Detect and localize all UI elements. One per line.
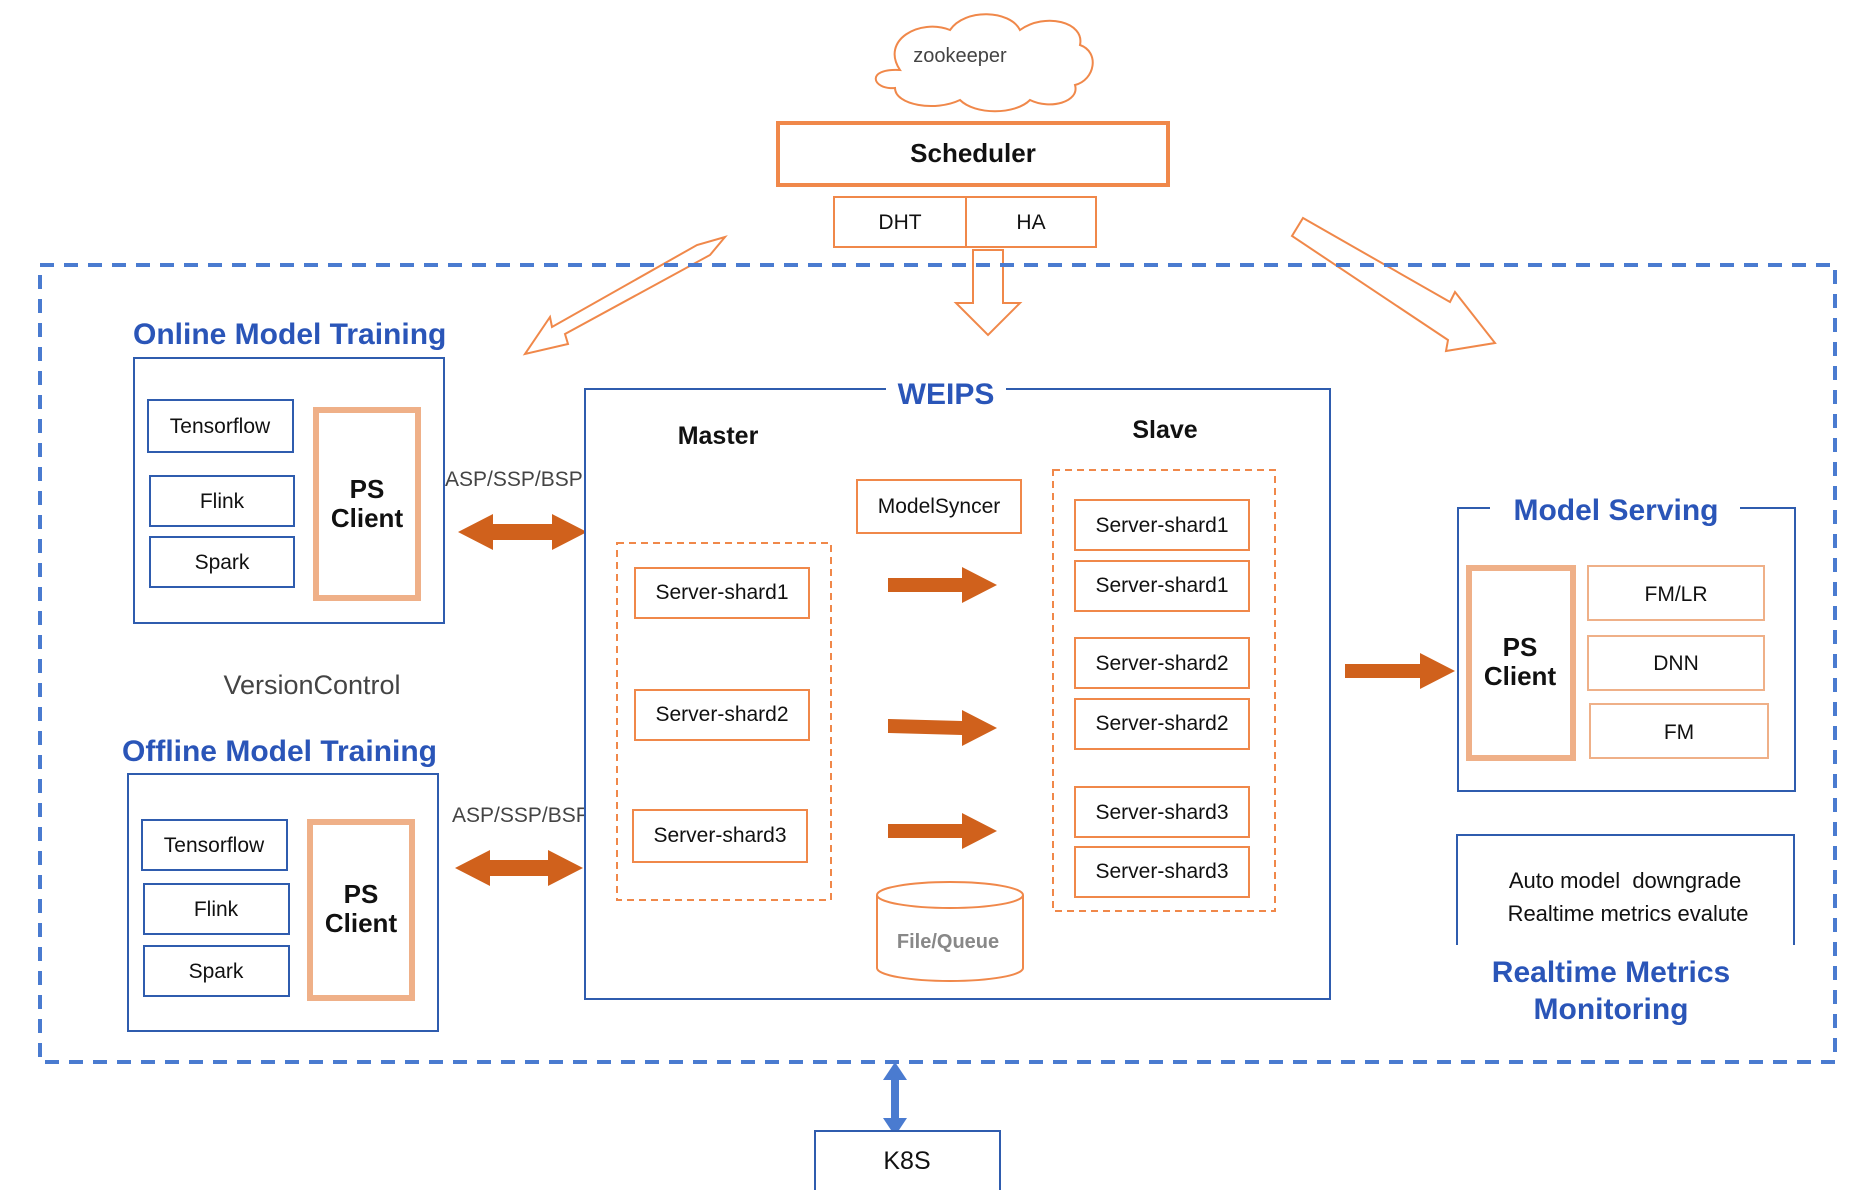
slave-shard-1b-box (1074, 560, 1250, 612)
online-flink-box (149, 475, 295, 527)
slave-shard-1a-box (1074, 499, 1250, 551)
metrics-title-line-1: Realtime Metrics (1492, 956, 1730, 989)
model-syncer-box (856, 479, 1022, 534)
online-training-group: Online Model Training Tensorflow Flink S… (128, 314, 468, 624)
serving-title-bg (1490, 494, 1740, 524)
slave-shard-1a-label: Server-shard1 (1095, 514, 1228, 537)
file-queue-label: File/Queue (897, 931, 999, 953)
dht-box (833, 196, 967, 248)
replication-arrow-2 (888, 710, 997, 746)
online-spark-label: Spark (195, 551, 250, 574)
offline-ps-label: PS (344, 879, 379, 909)
k8s-label: K8S (883, 1147, 930, 1175)
slave-shard-3a-label: Server-shard3 (1095, 801, 1228, 824)
slave-shard-3b-label: Server-shard3 (1095, 860, 1228, 883)
dht-label: DHT (878, 211, 921, 234)
offline-protocol-label: ASP/SSP/BSP (452, 804, 590, 827)
serving-feed-arrow (1345, 653, 1455, 689)
model-syncer-label: ModelSyncer (878, 495, 1001, 518)
online-protocol-label: ASP/SSP/BSP (445, 468, 583, 491)
online-spark-box (149, 536, 295, 588)
offline-training-group: Offline Model Training Tensorflow Flink … (118, 731, 458, 1032)
serving-client-label: Client (1484, 661, 1557, 691)
zookeeper-cloud: zookeeper (874, 13, 1094, 113)
metrics-line-1: Auto model downgrade (1509, 868, 1741, 893)
version-control-label: VersionControl (223, 670, 400, 700)
slave-shard-3a-box (1074, 786, 1250, 838)
metrics-line-2: Realtime metrics evalute (1508, 901, 1749, 926)
dnn-box (1587, 635, 1765, 691)
online-ps-label: PS (350, 474, 385, 504)
online-tensorflow-box (147, 399, 294, 453)
online-title-bg (128, 314, 468, 354)
offline-spark-label: Spark (189, 960, 244, 983)
slave-shard-2b-label: Server-shard2 (1095, 712, 1228, 735)
master-shard-2-box (634, 689, 810, 741)
cluster-boundary (38, 263, 1837, 1064)
slave-shard-2b-box (1074, 698, 1250, 750)
offline-sync-arrow (455, 850, 583, 886)
offline-title-bg (118, 731, 458, 771)
offline-flink-box (143, 883, 290, 935)
online-tensorflow-label: Tensorflow (170, 415, 271, 438)
offline-ps-client-box (307, 819, 415, 1001)
slave-shard-2a-box (1074, 637, 1250, 689)
master-label: Master (678, 422, 759, 450)
master-shard-3-label: Server-shard3 (653, 824, 786, 847)
scheduler-box (776, 121, 1170, 187)
master-shard-1-label: Server-shard1 (655, 581, 788, 604)
weips-group: WEIPS Master Slave ModelSyncer Server-sh… (584, 376, 1331, 1000)
slave-shard-1b-label: Server-shard1 (1095, 574, 1228, 597)
online-flink-label: Flink (200, 490, 245, 513)
online-title: Online Model Training (133, 318, 446, 351)
master-shard-group (616, 542, 832, 901)
hollow-arrow-left (522, 235, 728, 356)
replication-arrow-1 (888, 567, 997, 603)
master-shard-2-label: Server-shard2 (655, 703, 788, 726)
replication-arrow-3 (888, 813, 997, 849)
slave-shard-2a-label: Server-shard2 (1095, 652, 1228, 675)
hollow-arrow-right (1290, 216, 1497, 353)
serving-ps-label: PS (1503, 632, 1538, 662)
fm-box (1589, 703, 1769, 759)
dnn-label: DNN (1653, 652, 1699, 675)
offline-flink-label: Flink (194, 898, 239, 921)
offline-tensorflow-label: Tensorflow (164, 834, 265, 857)
weips-title: WEIPS (898, 378, 995, 411)
model-serving-group: Model Serving PS Client FM/LR DNN FM (1457, 494, 1796, 792)
online-sync-arrow (458, 514, 587, 550)
slave-shard-group (1052, 469, 1276, 912)
offline-client-label: Client (325, 908, 398, 938)
weips-title-bg (886, 376, 1006, 406)
k8s-box (814, 1130, 1001, 1192)
online-ps-client-box (313, 407, 421, 601)
online-client-label: Client (331, 503, 404, 533)
fmlr-label: FM/LR (1645, 583, 1708, 606)
ha-label: HA (1016, 211, 1045, 234)
offline-title: Offline Model Training (122, 735, 437, 768)
fmlr-box (1587, 565, 1765, 621)
slave-label: Slave (1132, 416, 1197, 444)
offline-spark-box (143, 945, 290, 997)
master-shard-3-box (632, 809, 808, 863)
k8s-link-arrow (883, 1062, 907, 1136)
slave-shard-3b-box (1074, 846, 1250, 898)
master-shard-1-box (634, 567, 810, 619)
scheduler-label: Scheduler (910, 138, 1036, 168)
model-serving-title: Model Serving (1513, 494, 1718, 527)
fm-label: FM (1664, 721, 1694, 744)
ha-box (965, 196, 1097, 248)
serving-ps-client-box (1466, 565, 1576, 761)
metrics-frame (1456, 834, 1795, 945)
zookeeper-label: zookeeper (913, 45, 1007, 67)
offline-tensorflow-box (141, 819, 288, 871)
file-queue-storage: File/Queue (876, 881, 1024, 982)
realtime-metrics-group: Auto model downgrade Realtime metrics ev… (1456, 834, 1795, 1026)
metrics-title-line-2: Monitoring (1534, 993, 1689, 1026)
hollow-arrow-down (953, 249, 1023, 337)
